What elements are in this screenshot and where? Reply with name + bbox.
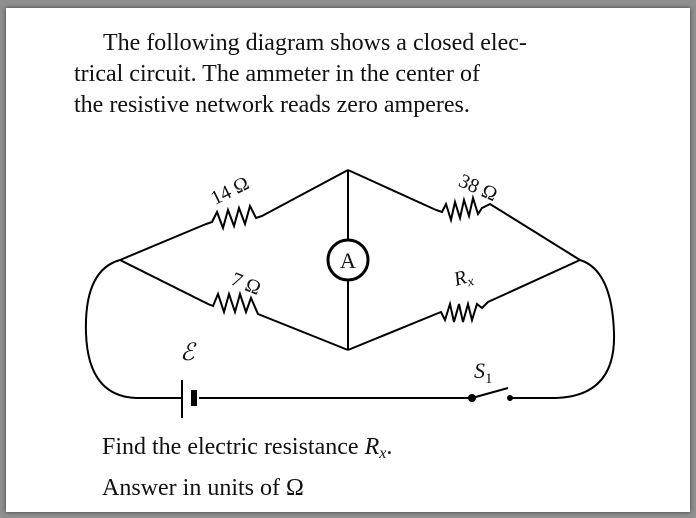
emf-label: ℰ xyxy=(180,340,197,366)
wire-top-left xyxy=(119,169,349,261)
r-top-right-label: 38 Ω xyxy=(455,170,500,206)
switch-s1-contact-right xyxy=(507,395,513,401)
ammeter-label: A xyxy=(340,248,356,273)
switch-s1-contact-left xyxy=(468,394,476,402)
wire-outer-left xyxy=(84,259,181,399)
ammeter-circle xyxy=(326,238,370,282)
r-bottom-left-label: 7 Ω xyxy=(228,268,264,300)
problem-line-3: the resistive network reads zero amperes… xyxy=(74,92,470,118)
r-bottom-right-symbol: R xyxy=(450,266,469,291)
r-top-left-label: 14 Ω xyxy=(207,172,252,209)
question-line-1: Find the electric resistance Rx. xyxy=(102,430,392,471)
r-bottom-right-subscript: x xyxy=(465,274,477,291)
problem-line-1: The following diagram shows a closed ele… xyxy=(103,30,527,56)
question-line-2: Answer in units of Ω xyxy=(102,475,304,501)
wire-outer-right xyxy=(511,259,616,399)
wire-bottom-left xyxy=(119,259,349,351)
question-subscript: x xyxy=(379,445,387,462)
circuit-diagram: A 14 Ω 38 Ω 7 Ω Rx ℰ S1 xyxy=(84,169,616,418)
wire-top-right xyxy=(347,169,581,261)
switch-s1-lever xyxy=(471,387,509,399)
switch-s1-symbol: S xyxy=(474,358,485,383)
question-text: Find the electric resistance xyxy=(102,434,365,460)
r-bottom-right-label: Rx xyxy=(450,264,476,294)
switch-s1-subscript: 1 xyxy=(485,371,493,387)
question-block: Find the electric resistance Rx. Answer … xyxy=(102,430,392,505)
switch-s1-label: S1 xyxy=(474,358,493,387)
document-page: The following diagram shows a closed ele… xyxy=(6,8,690,512)
problem-statement: The following diagram shows a closed ele… xyxy=(74,28,634,121)
battery-short-plate xyxy=(191,390,197,406)
wire-bottom-right xyxy=(347,259,581,351)
question-symbol: R xyxy=(364,434,380,460)
question-period: . xyxy=(386,434,393,460)
problem-line-2: trical circuit. The ammeter in the cente… xyxy=(74,61,481,87)
